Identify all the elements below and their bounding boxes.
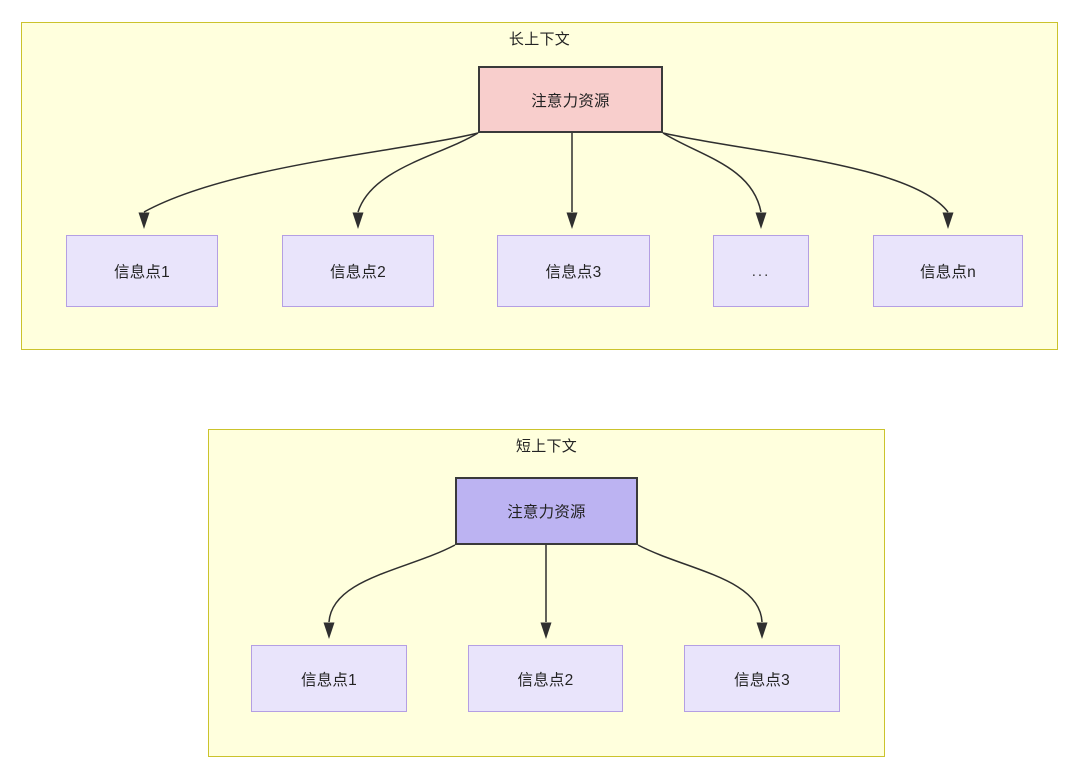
node-info-point-3-short[interactable]: 信息点3: [684, 645, 840, 712]
node-info-point-2-short[interactable]: 信息点2: [468, 645, 623, 712]
panel-long-context-title: 长上下文: [508, 31, 571, 48]
node-info-point-3-long[interactable]: 信息点3: [497, 235, 650, 307]
node-attention-resource-short[interactable]: 注意力资源: [455, 477, 638, 545]
node-info-point-1-short[interactable]: 信息点1: [251, 645, 407, 712]
node-attention-resource-long[interactable]: 注意力资源: [478, 66, 663, 133]
node-info-point-1-long[interactable]: 信息点1: [66, 235, 218, 307]
node-info-point-n-long[interactable]: 信息点n: [873, 235, 1023, 307]
node-info-point-2-long[interactable]: 信息点2: [282, 235, 434, 307]
panel-short-context-title: 短上下文: [515, 438, 578, 455]
node-info-point-ellipsis-long[interactable]: ...: [713, 235, 809, 307]
